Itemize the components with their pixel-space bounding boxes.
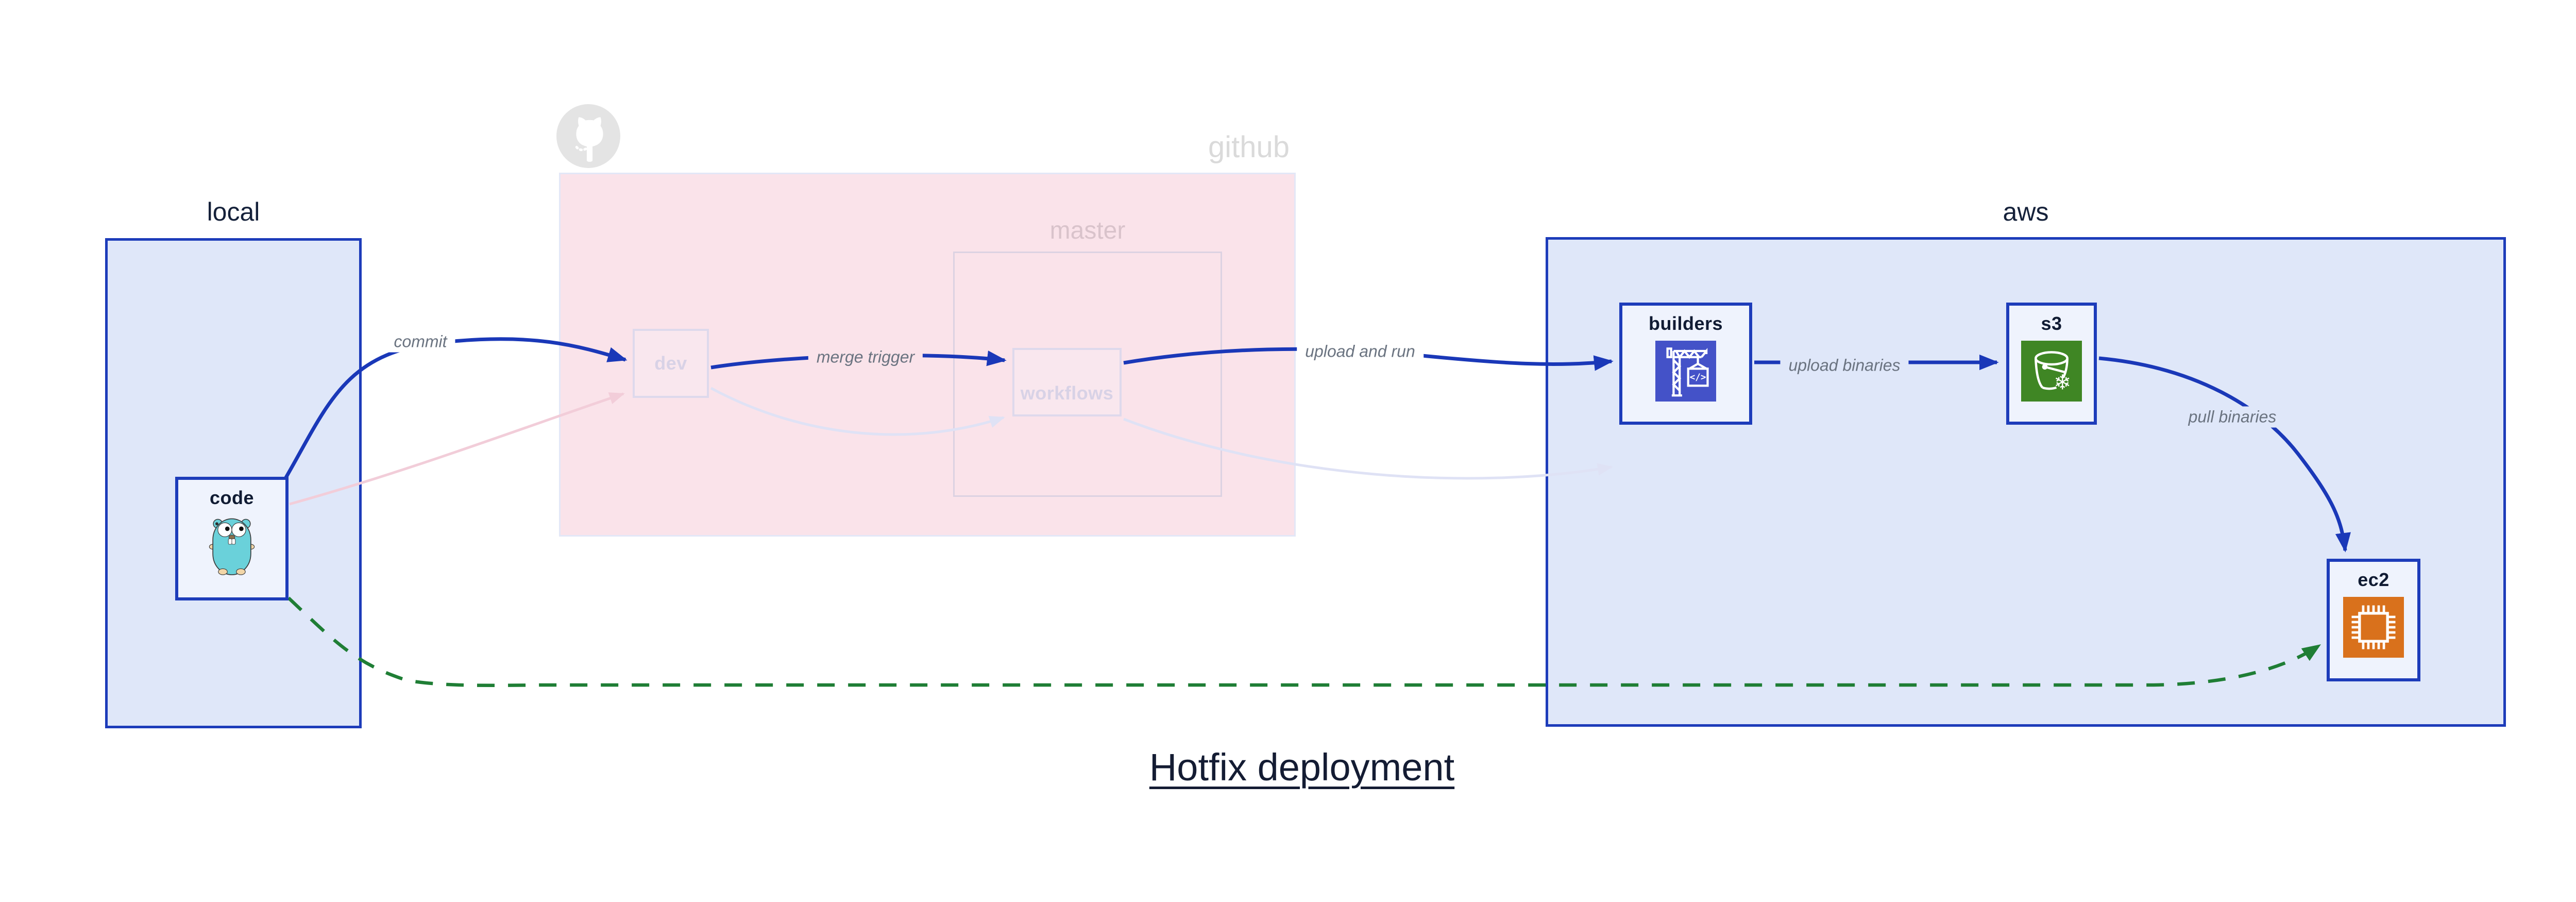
node-dev: dev — [633, 329, 709, 398]
group-aws-label: aws — [2003, 197, 2049, 226]
node-workflows: workflows — [1012, 348, 1122, 416]
codebuild-crane-icon: </> — [1655, 341, 1716, 402]
ec2-chip-icon — [2343, 597, 2404, 658]
github-octocat-icon — [556, 104, 620, 168]
node-code: code — [175, 477, 289, 600]
node-workflows-label: workflows — [1020, 382, 1114, 404]
group-master — [953, 252, 1222, 497]
edge-upload-and-run-label: upload and run — [1297, 341, 1423, 362]
go-gopher-icon — [209, 518, 255, 575]
node-builders: builders </> — [1619, 303, 1752, 425]
svg-text:</>: </> — [1690, 373, 1706, 383]
node-dev-label: dev — [654, 353, 687, 374]
s3-glacier-bucket-icon: ❄ — [2021, 341, 2082, 402]
edge-faded-workflows-builders — [1123, 417, 1613, 480]
node-ec2-label: ec2 — [2358, 569, 2389, 590]
group-local-label: local — [207, 197, 260, 226]
diagram-title: Hotfix deployment — [1149, 746, 1455, 789]
group-github-label: github — [1208, 130, 1290, 164]
edge-faded-code-dev — [289, 392, 625, 506]
node-code-label: code — [209, 487, 255, 508]
edge-hotfix-direct — [287, 596, 2321, 688]
node-s3-label: s3 — [2041, 313, 2062, 334]
edge-merge-trigger-label: merge trigger — [808, 346, 923, 368]
group-master-label: master — [1049, 217, 1126, 244]
node-s3: s3 ❄ — [2006, 303, 2097, 425]
node-builders-label: builders — [1648, 313, 1723, 334]
edge-faded-dev-workflows — [710, 387, 1005, 436]
edge-upload-binaries-label: upload binaries — [1780, 355, 1909, 376]
svg-text:❄: ❄ — [2054, 371, 2071, 394]
edge-pull-binaries — [2098, 356, 2351, 553]
node-ec2: ec2 — [2327, 559, 2420, 681]
edge-commit-label: commit — [385, 331, 455, 353]
edge-pull-binaries-label: pull binaries — [2180, 406, 2285, 428]
